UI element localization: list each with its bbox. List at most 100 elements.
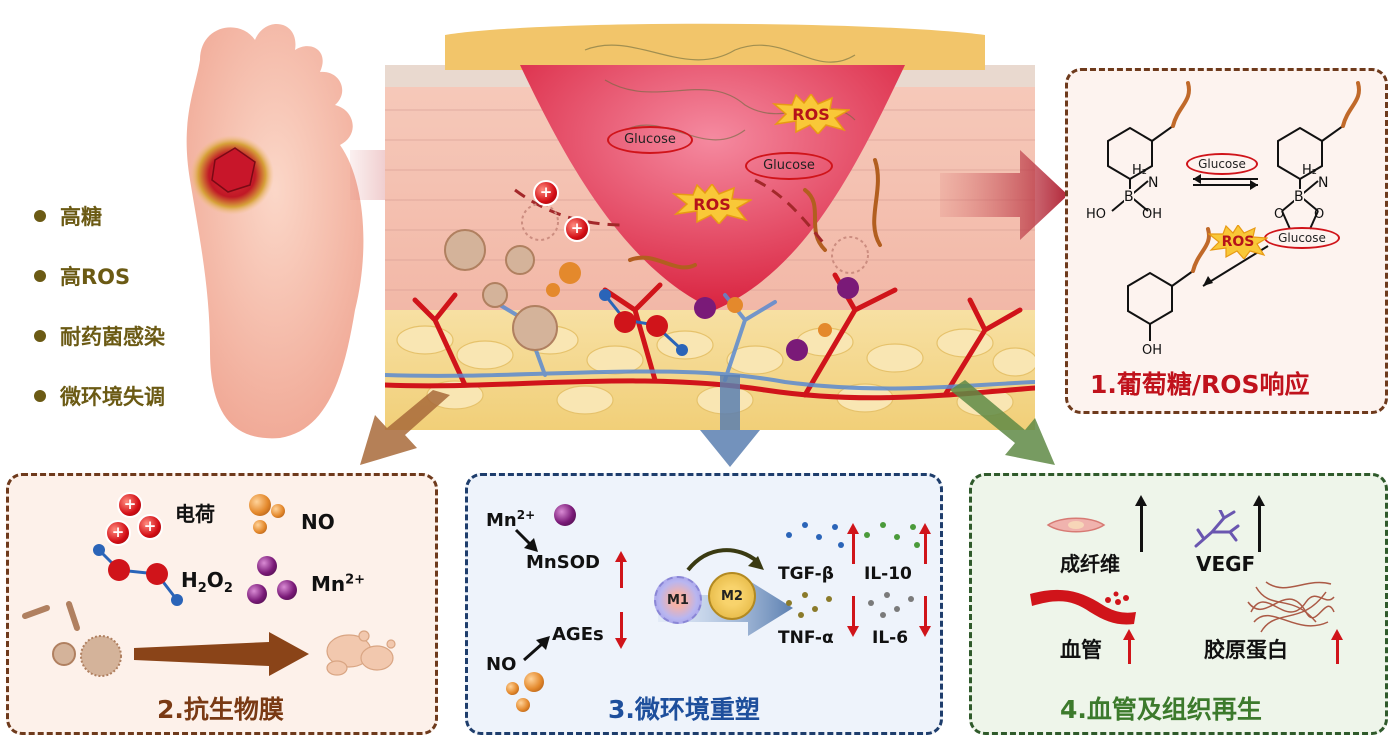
h2o2-molecule-icon: [93, 544, 183, 606]
bacteria-to-disrupted-biofilm-diagram: [22, 601, 396, 677]
condition-item: 高糖: [34, 186, 165, 246]
condition-item: 微环境失调: [34, 366, 165, 426]
panel1-title: 1.葡萄糖/ROS响应: [1090, 370, 1310, 399]
condition-item: 高ROS: [34, 246, 165, 306]
condition-label: 高糖: [60, 205, 102, 229]
condition-item: 耐药菌感染: [34, 306, 165, 366]
scene-to-panel2-arrow: [360, 390, 450, 465]
mn-charge: 2+: [516, 508, 536, 522]
chem-n-right: N: [1318, 175, 1329, 191]
m1-macrophage-icon: M1: [654, 576, 702, 624]
chem-n-left: N: [1148, 175, 1159, 191]
fibroblast-icon: [1046, 517, 1106, 533]
mn-label: Mn2+: [311, 572, 365, 596]
bullet-dot: [34, 330, 46, 342]
vegf-increase-arrow: [1253, 495, 1265, 552]
h2o2-sub-1: 2: [197, 581, 207, 596]
tgf-label: TGF-β: [778, 564, 834, 584]
chem-phenol-oh: OH: [1142, 343, 1163, 358]
no-molecule-icon: [249, 494, 271, 516]
panel-glucose-ros-response: H₂ N B HO OH Glucose H₂ N B O O Glucose …: [1065, 68, 1388, 414]
vessel-increase-arrow: [1123, 629, 1135, 664]
no-molecule-icon: [516, 698, 530, 712]
no-molecule-icon: [524, 672, 544, 692]
no-molecule-icon: [506, 682, 519, 695]
condition-list: 高糖 高ROS 耐药菌感染 微环境失调: [34, 186, 165, 426]
h2o2-sub-2: 2: [223, 581, 233, 596]
scene-positive-charge-2: +: [564, 216, 590, 242]
chem-b-left: B: [1124, 189, 1134, 205]
collagen-increase-arrow: [1331, 629, 1343, 664]
condition-label: 高ROS: [60, 265, 131, 289]
il10-increase-arrow: [919, 523, 931, 564]
panel2-title: 2.抗生物膜: [157, 695, 284, 724]
scene-ros-burst-2: ROS: [672, 184, 752, 224]
vessel-label: 血管: [1060, 638, 1102, 662]
scene-to-panel3-arrow: [700, 375, 760, 467]
tnf-dots-icon: [786, 592, 846, 622]
tnf-decrease-arrow: [847, 596, 859, 637]
chem-o-2: O: [1314, 207, 1325, 222]
no-label: NO: [301, 510, 335, 534]
collagen-icon: [1247, 581, 1335, 633]
mn-ion-icon: [554, 504, 576, 526]
chem-ho-left: HO: [1086, 207, 1107, 222]
m1-label: M1: [667, 592, 689, 608]
mnsod-increase-arrow: [615, 551, 627, 588]
condition-label: 微环境失调: [60, 385, 165, 409]
chem-o-1: O: [1274, 207, 1285, 222]
chem-ros-text: ROS: [1221, 234, 1255, 250]
bullet-dot: [34, 390, 46, 402]
m2-macrophage-icon: M2: [708, 572, 756, 620]
mn-label: Mn2+: [486, 508, 535, 531]
boronic-ester-chemistry-diagram: [1107, 81, 1361, 341]
scene-ros-text-1: ROS: [792, 104, 830, 124]
mnsod-label: MnSOD: [526, 552, 600, 573]
scene-positive-charge-1: +: [533, 180, 559, 206]
no-to-ages-arrow: [523, 636, 550, 662]
h2o2-h: H: [181, 568, 198, 592]
bullet-dot: [34, 210, 46, 222]
mn-to-mnsod-arrow: [514, 528, 538, 552]
mn-text: Mn: [486, 510, 517, 531]
positive-charge-icon: +: [137, 514, 163, 540]
chem-glucose-equilibrium: Glucose: [1186, 153, 1258, 175]
positive-charge-icon: +: [117, 492, 143, 518]
scene-ros-text-2: ROS: [693, 194, 731, 214]
collagen-label: 胶原蛋白: [1204, 638, 1288, 662]
fibroblast-increase-arrow: [1135, 495, 1147, 552]
mn-ion-icon: [257, 556, 277, 576]
scene-to-panel4-arrow: [950, 380, 1055, 465]
tgf-dots-icon: [786, 522, 846, 552]
blood-vessel-icon: [1030, 589, 1136, 625]
ages-label: AGEs: [552, 624, 604, 645]
diabetic-foot-illustration: [186, 23, 364, 439]
no-label: NO: [486, 654, 517, 675]
no-molecule-icon: [271, 504, 285, 518]
tgf-increase-arrow: [847, 523, 859, 564]
h2o2-o: O: [206, 568, 224, 592]
il6-label: IL-6: [872, 628, 909, 648]
scene-glucose-label-1: Glucose: [607, 126, 693, 154]
positive-charge-icon: +: [105, 520, 131, 546]
chem-b-right: B: [1294, 189, 1304, 205]
il6-dots-icon: [868, 592, 928, 622]
no-molecule-icon: [253, 520, 267, 534]
scene-to-panel1-arrow: [940, 150, 1068, 240]
il10-label: IL-10: [864, 564, 912, 584]
condition-label: 耐药菌感染: [60, 325, 165, 349]
mn-ion-icon: [277, 580, 297, 600]
panel4-title: 4.血管及组织再生: [1060, 695, 1262, 724]
mn-ion-icon: [247, 584, 267, 604]
chem-h2-left: H₂: [1132, 163, 1147, 178]
chem-h2-right: H₂: [1302, 163, 1317, 178]
chem-glucose-bound: Glucose: [1264, 227, 1340, 249]
panel-vascular-tissue-regeneration: 成纤维 VEGF 血管 胶原蛋白 4.血管及组织再生: [969, 473, 1388, 735]
vegf-label: VEGF: [1196, 552, 1256, 576]
vegf-icon: [1194, 510, 1240, 548]
chem-ros-burst: ROS: [1208, 225, 1268, 259]
panel3-title: 3.微环境重塑: [608, 695, 760, 724]
chem-oh-left: OH: [1142, 207, 1163, 222]
scene-glucose-label-2: Glucose: [745, 152, 833, 180]
panel-antibiofilm: + + + 电荷 NO H2O2 Mn2+ 2.抗生物膜: [6, 473, 438, 735]
